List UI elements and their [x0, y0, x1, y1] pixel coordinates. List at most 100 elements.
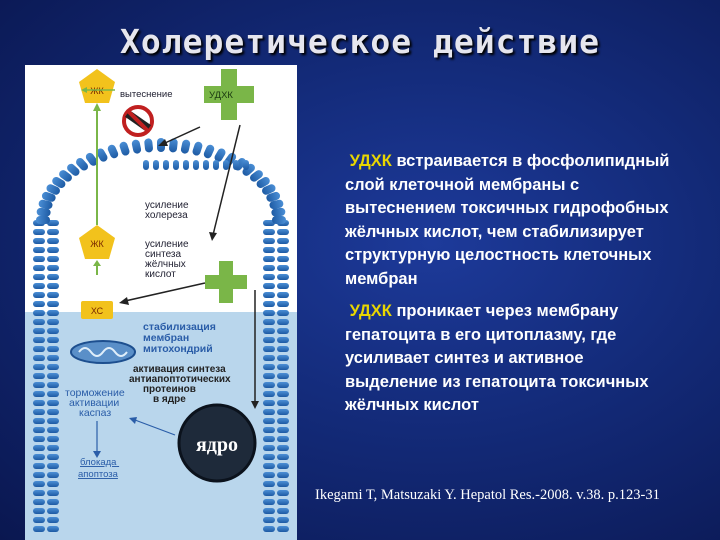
membrane-pill: [47, 346, 59, 352]
membrane-pill: [47, 526, 59, 532]
choleresis-label: усиление холереза: [145, 200, 191, 221]
membrane-pill: [263, 427, 275, 433]
nucleus-label: ядро: [196, 434, 238, 456]
membrane-pill: [67, 163, 80, 176]
membrane-pill: [47, 400, 59, 406]
membrane-pill: [263, 274, 275, 280]
membrane-pill: [33, 292, 45, 298]
membrane-pill: [263, 328, 275, 334]
membrane-pill: [263, 382, 275, 388]
membrane-pill: [33, 265, 45, 271]
synthesis-label: усиление синтеза жёлчных кислот: [145, 239, 191, 280]
membrane-pill: [203, 144, 215, 159]
membrane-pill: [47, 391, 59, 397]
membrane-pill: [47, 301, 59, 307]
membrane-pill: [277, 364, 289, 370]
xc-label: ХС: [91, 306, 104, 316]
membrane-pill: [277, 265, 289, 271]
udca-top-label: УДХК: [209, 90, 233, 101]
slide-title: Холеретическое действие: [120, 22, 600, 61]
membrane-pill: [277, 400, 289, 406]
membrane-pill: [36, 216, 50, 224]
membrane-pill: [144, 138, 153, 153]
membrane-pill: [242, 163, 255, 176]
membrane-pill: [169, 138, 178, 153]
membrane-pill: [33, 337, 45, 343]
membrane-pill: [272, 216, 286, 224]
membrane-pill: [47, 409, 59, 415]
paragraph-1-line-5: структурную целостность клеточных: [345, 246, 652, 264]
membrane-pill: [277, 337, 289, 343]
membrane-pill: [277, 499, 289, 505]
membrane-pill: [47, 382, 59, 388]
membrane-pill: [47, 229, 59, 235]
membrane-pill: [33, 400, 45, 406]
membrane-pill: [47, 292, 59, 298]
membrane-pill: [277, 463, 289, 469]
membrane-pill: [33, 472, 45, 478]
membrane-pill: [263, 301, 275, 307]
membrane-pill: [47, 373, 59, 379]
udca-highlight-2: УДХК: [349, 302, 392, 320]
membrane-pill: [263, 463, 275, 469]
membrane-pill: [107, 144, 119, 159]
membrane-pill: [33, 355, 45, 361]
membrane-pill: [33, 499, 45, 505]
paragraph-1-line-3: вытеснением токсичных гидрофобных: [345, 199, 669, 217]
canal-pill: [203, 160, 209, 170]
membrane-pill: [277, 517, 289, 523]
bile-acid-pentagon-top: [79, 69, 115, 103]
membrane-pill: [277, 373, 289, 379]
membrane-pill: [33, 517, 45, 523]
udca-highlight-1: УДХК: [349, 152, 392, 170]
canal-pill: [173, 160, 179, 170]
membrane-pill: [33, 409, 45, 415]
membrane-pill: [263, 454, 275, 460]
arrow-to-caspase: [134, 419, 176, 436]
membrane-pill: [263, 526, 275, 532]
membrane-pill: [47, 427, 59, 433]
membrane-pill: [277, 445, 289, 451]
zhk-mid-label: ЖК: [90, 239, 104, 249]
arrow-to-synthesis: [124, 282, 206, 302]
membrane-pill: [47, 355, 59, 361]
membrane-pill: [47, 418, 59, 424]
membrane-pill: [33, 328, 45, 334]
membrane-pill: [277, 382, 289, 388]
membrane-pill: [277, 481, 289, 487]
bile-acid-pentagon-mid: [79, 225, 115, 259]
membrane-pill: [277, 328, 289, 334]
paragraph-2: УДХК проникает через мембрану гепатоцита…: [345, 300, 715, 418]
zhk-top-label: ЖК: [90, 86, 104, 96]
paragraph-1-line-4: жёлчных кислот, чем стабилизирует: [345, 222, 644, 241]
membrane-pill: [33, 310, 45, 316]
membrane-pill: [33, 391, 45, 397]
membrane-pill: [263, 472, 275, 478]
membrane-pill: [47, 238, 59, 244]
cholesterol-box: [81, 301, 113, 319]
canal-pill: [193, 160, 199, 170]
membrane-pill: [33, 382, 45, 388]
membrane-pill: [131, 139, 142, 154]
paragraph-2-line-5: жёлчных кислот: [345, 396, 479, 414]
membrane-pill: [263, 481, 275, 487]
membrane-pill: [263, 247, 275, 253]
membrane-pill: [277, 238, 289, 244]
membrane-pill: [250, 170, 263, 182]
membrane-pill: [263, 436, 275, 442]
membrane-pill: [47, 445, 59, 451]
membrane-pill: [33, 526, 45, 532]
membrane-pill: [277, 229, 289, 235]
membrane-pill: [33, 274, 45, 280]
canal-pill: [223, 160, 229, 170]
membrane-pill: [47, 517, 59, 523]
membrane-pill: [263, 229, 275, 235]
membrane-pill: [263, 508, 275, 514]
membrane-pill: [277, 391, 289, 397]
membrane-pill: [33, 490, 45, 496]
paragraph-1-line-1: УДХК встраивается в фосфолипидный: [349, 152, 670, 170]
membrane-pill: [277, 256, 289, 262]
membrane-pill: [47, 463, 59, 469]
membrane-pill: [180, 139, 191, 154]
membrane-pill: [263, 238, 275, 244]
